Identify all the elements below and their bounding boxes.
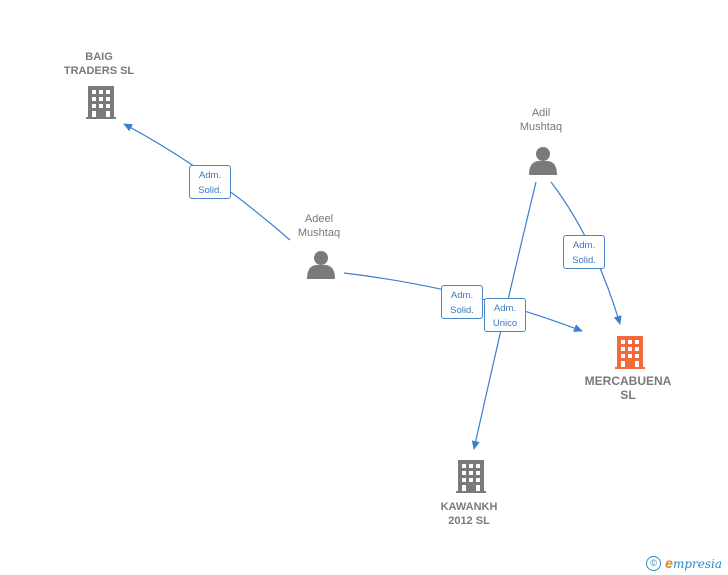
node-label-line: MERCABUENA [584, 374, 672, 388]
edge-badge-line: Solid. [572, 255, 596, 266]
edge-badge-line: Adm. [493, 303, 517, 314]
edge-badge-line: Solid. [198, 185, 222, 196]
node-label-kawankh[interactable]: KAWANKH 2012 SL [441, 500, 498, 528]
edge-badge-line: Unico [492, 318, 518, 329]
person-icon[interactable] [529, 147, 557, 175]
edge-badge-adil-mercabuena[interactable]: Adm. Solid. [563, 235, 605, 269]
node-label-line: Adil [531, 107, 551, 119]
node-label-line: KAWANKH [440, 501, 498, 513]
edge-badge-line: Adm. [450, 290, 474, 301]
copyright-icon: © [646, 555, 662, 571]
node-label-line: Mushtaq [519, 121, 563, 133]
edge-badge-line: Adm. [198, 170, 222, 181]
building-icon[interactable] [615, 336, 645, 369]
node-label-line: Adeel [304, 213, 334, 225]
building-icon[interactable] [456, 460, 486, 493]
edge-badge-adeel-mercabuena[interactable]: Adm. Solid. [441, 285, 483, 319]
node-label-line: 2012 SL [448, 515, 490, 527]
node-label-adeel-mushtaq[interactable]: Adeel Mushtaq [298, 212, 340, 240]
node-label-line: SL [620, 388, 636, 402]
node-label-line: TRADERS SL [63, 65, 135, 77]
node-label-mercabuena[interactable]: MERCABUENA SL [585, 374, 672, 402]
edge-badge-line: Adm. [572, 240, 596, 251]
edge-badge-line: Solid. [450, 305, 474, 316]
node-label-line: Mushtaq [297, 227, 341, 239]
person-icon[interactable] [307, 251, 335, 279]
node-label-baig-traders[interactable]: BAIG TRADERS SL [64, 50, 134, 78]
building-icon[interactable] [86, 86, 116, 119]
edge-badge-adeel-baig[interactable]: Adm. Solid. [189, 165, 231, 199]
node-label-line: BAIG [85, 51, 113, 63]
edge-badge-adil-kawankh[interactable]: Adm. Unico [484, 298, 526, 332]
brand-wordmark: empresia [665, 555, 722, 571]
empresia-logo[interactable]: © empresia [646, 555, 722, 571]
node-label-adil-mushtaq[interactable]: Adil Mushtaq [520, 106, 562, 134]
